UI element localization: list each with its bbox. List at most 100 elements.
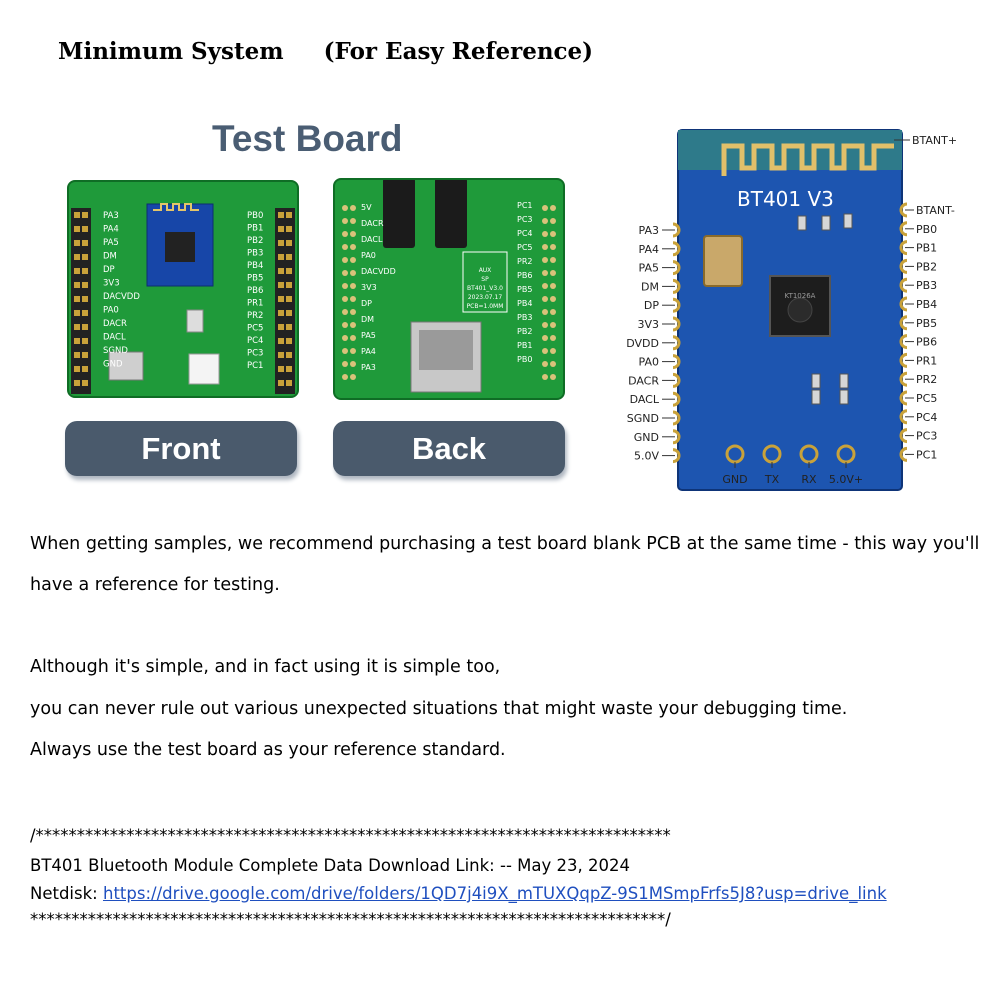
header-pin (286, 240, 292, 246)
via-pad (342, 283, 348, 289)
front-pin-label-left: GND (103, 360, 123, 370)
module-name: BT401 V3 (737, 187, 834, 211)
via-pad (550, 309, 556, 315)
pin-label-left: PA0 (639, 356, 659, 369)
via-pad (342, 231, 348, 237)
front-pin-label-right: PB0 (247, 211, 263, 221)
front-pin-label-left: PA3 (103, 211, 119, 221)
back-silk-text: SP (481, 276, 489, 283)
via-pad (542, 257, 548, 263)
via-pad (350, 270, 356, 276)
via-pad (350, 361, 356, 367)
pin-label-left: PA5 (639, 262, 659, 275)
header-pin (82, 296, 88, 302)
via-pad (542, 205, 548, 211)
via-pad (342, 309, 348, 315)
via-pad (350, 335, 356, 341)
header-pin (82, 380, 88, 386)
front-pin-label-left: PA0 (103, 306, 119, 316)
header-pin (278, 226, 284, 232)
castellated-pad (672, 410, 681, 426)
header-pin (278, 296, 284, 302)
front-label: Front (65, 421, 297, 476)
back-pin-label-left: DACR (361, 219, 384, 228)
castellated-pad (672, 448, 681, 464)
paragraph-1-line-2: have a reference for testing. (30, 575, 280, 595)
header-pin (278, 352, 284, 358)
via-pad (350, 283, 356, 289)
header-pin (278, 324, 284, 330)
header-pin (286, 366, 292, 372)
header-pin (278, 254, 284, 260)
via-pad (550, 270, 556, 276)
pin-label-left: PA4 (639, 243, 659, 256)
pin-label-right: PB5 (916, 317, 937, 330)
via-pad (550, 244, 556, 250)
via-pad (550, 283, 556, 289)
back-pin-label-left: PA3 (361, 363, 376, 372)
crystal (703, 235, 743, 287)
via-pad (542, 231, 548, 237)
castellated-pad (672, 335, 681, 351)
via-pad (342, 218, 348, 224)
header-pin (278, 282, 284, 288)
header-pin (82, 254, 88, 260)
header-pin (74, 296, 80, 302)
smd-capacitor (821, 215, 831, 231)
front-pin-label-left: PA4 (103, 225, 119, 235)
header-pin (278, 338, 284, 344)
front-pin-label-left: DACR (103, 319, 127, 329)
smd-capacitor (811, 373, 821, 389)
via-pad (342, 244, 348, 250)
back-pin-label-left: DACVDD (361, 267, 396, 276)
antenna-trace (721, 143, 894, 176)
castellated-pad (672, 297, 681, 313)
via-pad (542, 244, 548, 250)
via-pad (550, 348, 556, 354)
header-pin (74, 338, 80, 344)
front-pin-label-left: DACVDD (103, 292, 140, 302)
pin-label-right: PB3 (916, 279, 937, 292)
switch (188, 353, 220, 385)
sd-card-tray (419, 330, 473, 370)
castellated-pad (672, 429, 681, 445)
header-pin (74, 268, 80, 274)
download-link[interactable]: https://drive.google.com/drive/folders/1… (102, 884, 887, 903)
pin-label-left: DACL (630, 393, 660, 406)
via-pad (542, 361, 548, 367)
back-pin-label-left: PA0 (361, 251, 376, 260)
front-pin-label-left: SGND (103, 346, 128, 356)
netdisk-line: Netdisk: https://drive.google.com/drive/… (30, 884, 887, 903)
netdisk-label: Netdisk: (30, 884, 98, 903)
header-pin (286, 212, 292, 218)
header-pin (74, 324, 80, 330)
back-pin-label-left: 3V3 (361, 283, 377, 292)
via-pad (542, 218, 548, 224)
via-pad (350, 309, 356, 315)
header-pin (82, 310, 88, 316)
via-pad (342, 335, 348, 341)
back-pin-label-right: PB1 (517, 341, 532, 350)
header-pin (74, 282, 80, 288)
star-border-top: /***************************************… (30, 826, 671, 845)
castellated-pad (899, 277, 908, 293)
paragraph-1-line-1: When getting samples, we recommend purch… (30, 534, 980, 554)
test-board-title: Test Board (212, 118, 403, 159)
back-pin-label-right: PC5 (517, 243, 533, 252)
back-board-drawing: AUXSPBT401_V3.02023.07.17PCB=1.0MM5VDACR… (342, 180, 556, 393)
back-pin-label-right: PB4 (517, 299, 532, 308)
back-pin-label-right: PB3 (517, 313, 532, 322)
front-pin-label-left: PA5 (103, 238, 119, 248)
header-pin (278, 380, 284, 386)
front-pin-label-left: DACL (103, 333, 126, 343)
front-pin-label-left: DP (103, 265, 115, 275)
via-pad (350, 348, 356, 354)
via-pad (342, 361, 348, 367)
header-pin (82, 268, 88, 274)
via-pad (542, 335, 548, 341)
pin-label-right: PC3 (916, 430, 937, 443)
header-pin (82, 366, 88, 372)
header-pin (278, 268, 284, 274)
front-pin-label-right: PB3 (247, 249, 263, 259)
via-pad (342, 257, 348, 263)
